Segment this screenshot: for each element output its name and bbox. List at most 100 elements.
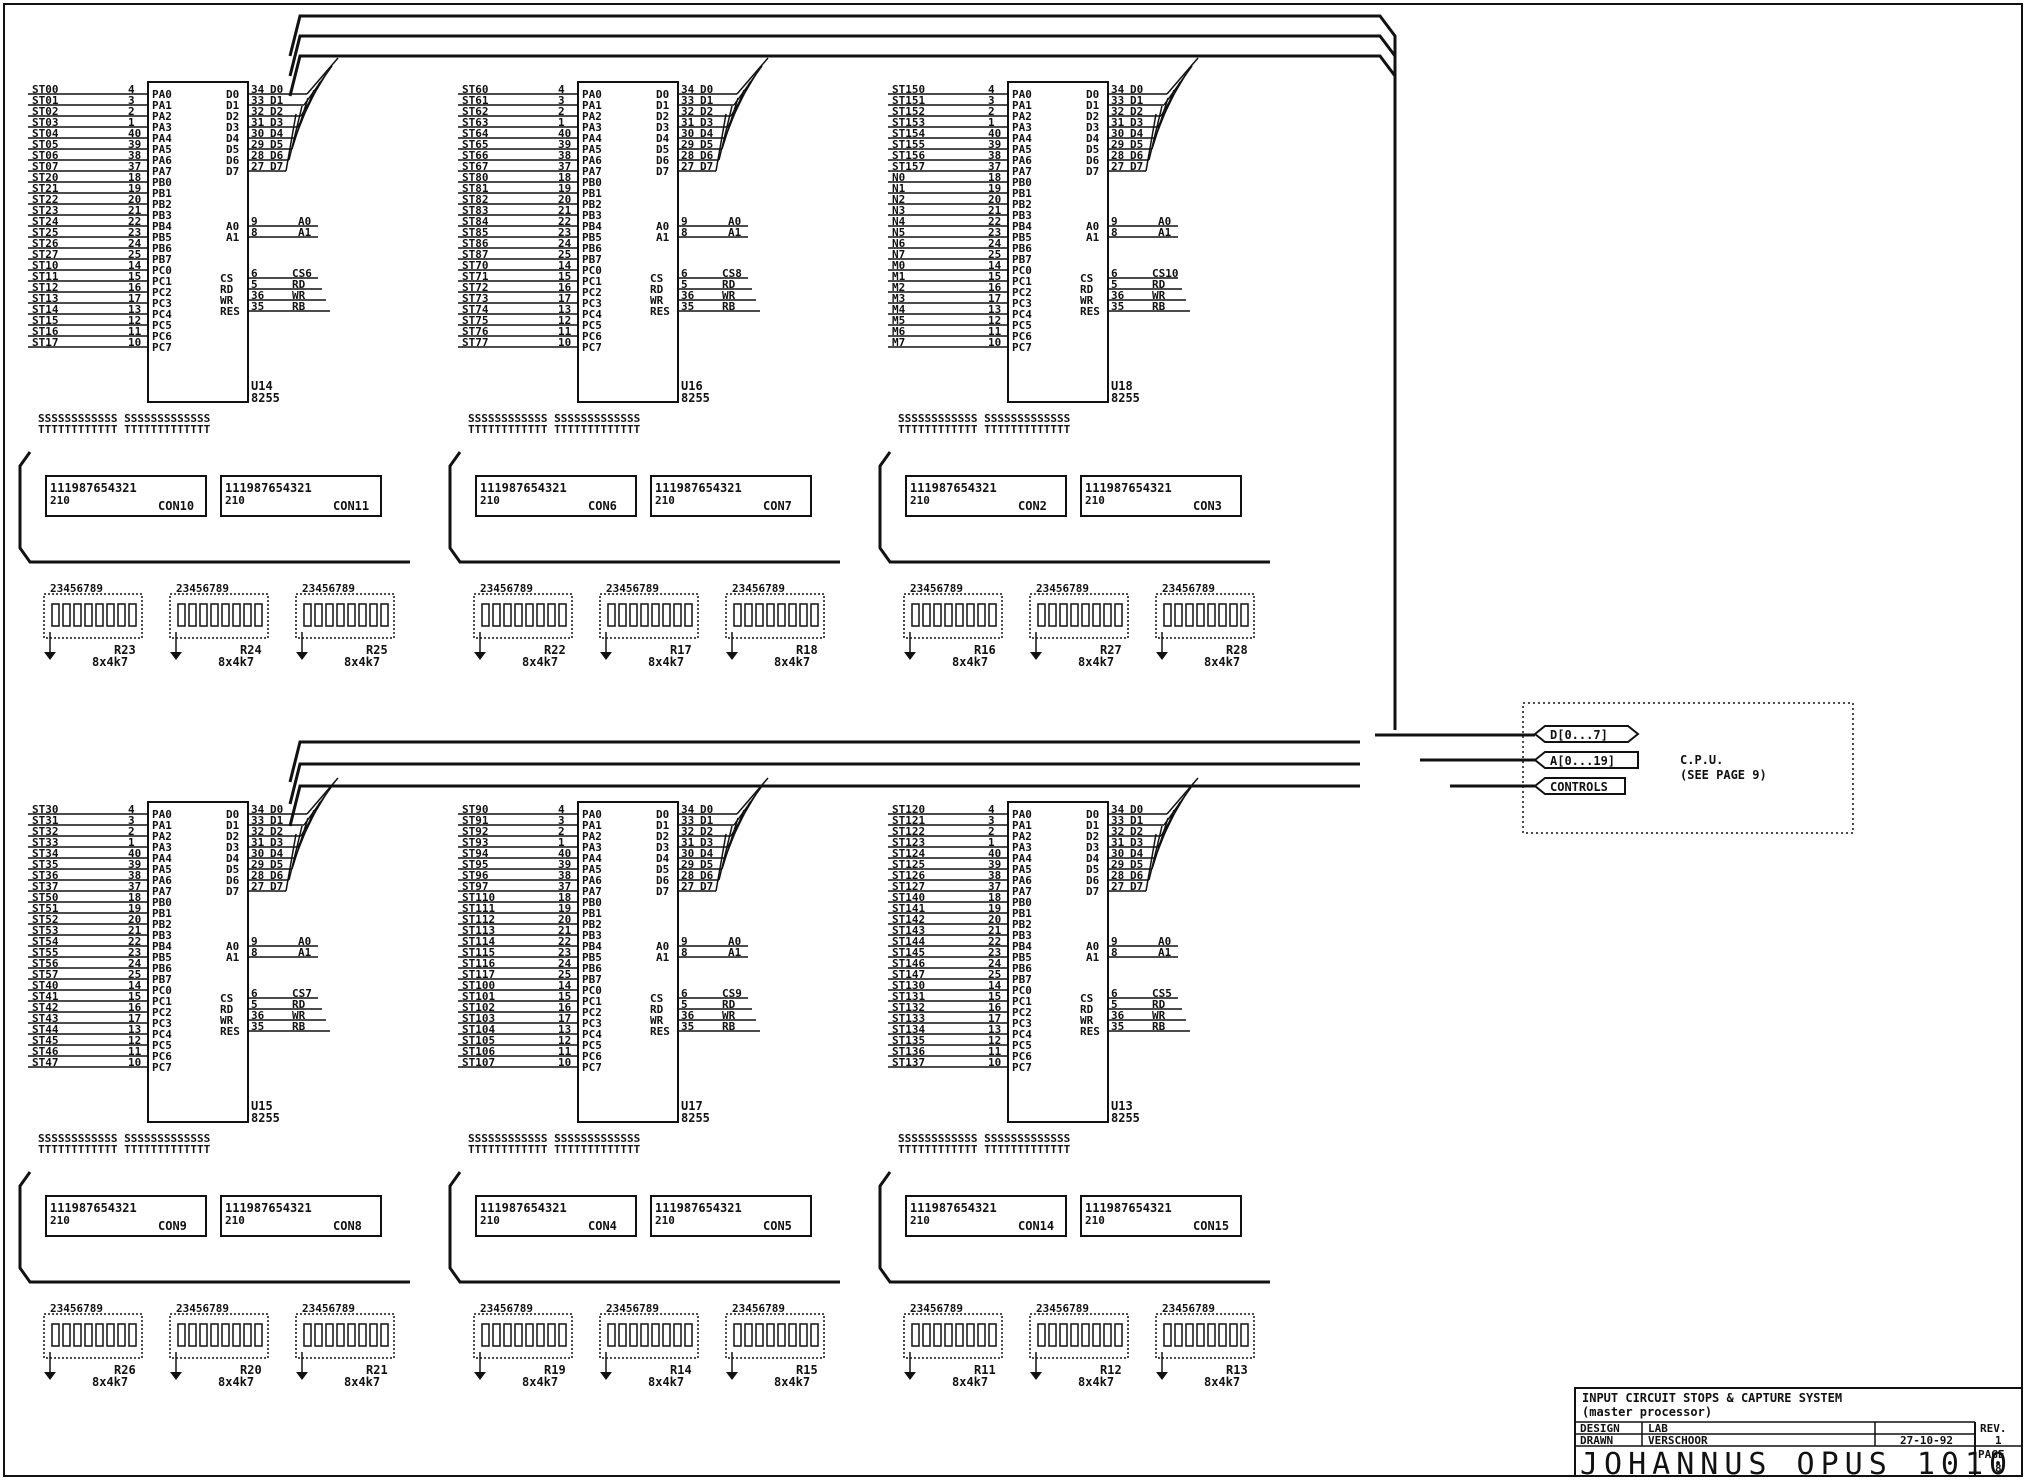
stop-column-header: TTTTTTTTTTTT TTTTTTTTTTTTT — [38, 423, 211, 436]
data-bus-entry — [1166, 777, 1199, 815]
data-pin-name: D5 — [1086, 863, 1099, 876]
pin-number: 36 — [251, 289, 265, 302]
address-bus-port[interactable] — [1533, 751, 1639, 769]
stop-net-label: ST103 — [462, 1012, 495, 1025]
resistor-element — [977, 603, 986, 627]
data-pin-name: D5 — [1086, 143, 1099, 156]
stop-net-label: N3 — [892, 204, 905, 217]
addr-net-label: A0 — [1158, 935, 1171, 948]
stop-net-label: ST157 — [892, 160, 925, 173]
resistor-element — [607, 1323, 616, 1347]
data-net-label: D4 — [270, 127, 284, 140]
resistor-element — [1037, 1323, 1046, 1347]
resistor-pins: 23456789 — [606, 1302, 659, 1315]
port-pin-name: PA2 — [1012, 830, 1032, 843]
pin-number: 14 — [128, 979, 142, 992]
controls-bus-port[interactable] — [1533, 777, 1626, 795]
revision-label: REV. — [1980, 1422, 2007, 1435]
resistor-element — [128, 1323, 137, 1347]
stop-net-label: ST43 — [32, 1012, 59, 1025]
ctrl-pin-name: CS — [1080, 992, 1093, 1005]
stop-net-label: ST66 — [462, 149, 489, 162]
pin-number: 11 — [988, 1045, 1002, 1058]
resistor-pins: 23456789 — [480, 582, 533, 595]
resistor-reference: R21 — [366, 1363, 388, 1377]
data-net-label: D6 — [270, 149, 284, 162]
pin-number: 31 — [1111, 116, 1125, 129]
pin-number: 34 — [251, 83, 265, 96]
resistor-element — [629, 603, 638, 627]
pin-number: 38 — [558, 869, 571, 882]
stop-net-label: ST40 — [32, 979, 59, 992]
data-bus-port[interactable] — [1533, 725, 1640, 743]
data-net-label: D0 — [1130, 803, 1143, 816]
port-pin-name: PC7 — [1012, 1061, 1032, 1074]
data-net-label: D6 — [700, 149, 714, 162]
resistor-element — [73, 603, 82, 627]
pin-number: 35 — [251, 1020, 264, 1033]
port-pin-name: PB4 — [1012, 220, 1032, 233]
stop-bus — [448, 451, 840, 564]
pin-number: 19 — [988, 902, 1001, 915]
resistor-reference: R17 — [670, 643, 692, 657]
resistor-element — [1059, 1323, 1068, 1347]
port-pin-name: PC4 — [152, 1028, 172, 1041]
connector-reference: CON14 — [1018, 1219, 1054, 1233]
ground-symbol — [1156, 1372, 1168, 1380]
ctrl-pin-name: WR — [650, 294, 664, 307]
pin-number: 39 — [988, 138, 1001, 151]
addr-net-label: A1 — [728, 226, 742, 239]
pin-number: 31 — [681, 836, 695, 849]
ground-symbol — [44, 1372, 56, 1380]
pin-number: 25 — [988, 248, 1001, 261]
ctrl-pin-name: WR — [650, 1014, 664, 1027]
resistor-element — [481, 1323, 490, 1347]
pin-number: 37 — [988, 160, 1001, 173]
stop-net-label: ST93 — [462, 836, 489, 849]
pin-number: 1 — [988, 836, 995, 849]
design-value: LAB — [1648, 1422, 1668, 1435]
resistor-element — [336, 1323, 345, 1347]
port-pin-name: PB7 — [152, 973, 172, 986]
pin-number: 25 — [558, 968, 571, 981]
resistor-element — [629, 1323, 638, 1347]
stop-net-label: ST54 — [32, 935, 59, 948]
stop-net-label: ST75 — [462, 314, 489, 327]
stop-net-label: ST23 — [32, 204, 59, 217]
ctrl-pin-name: RD — [220, 1003, 234, 1016]
ctrl-net-label: WR — [1152, 1009, 1166, 1022]
connector-body — [905, 1195, 1067, 1237]
pin-number: 12 — [128, 314, 141, 327]
data-pin-name: D2 — [1086, 110, 1099, 123]
pin-number: 35 — [1111, 300, 1124, 313]
pin-number: 37 — [558, 160, 571, 173]
resistor-element — [1229, 1323, 1238, 1347]
pin-number: 9 — [1111, 935, 1118, 948]
ground-symbol — [296, 652, 308, 660]
stop-net-label: ST76 — [462, 325, 489, 338]
pin-number: 11 — [558, 1045, 572, 1058]
port-pin-name: PC6 — [152, 330, 172, 343]
chip-select-net: CS9 — [722, 987, 742, 1000]
resistor-value: 8x4k7 — [774, 655, 810, 669]
pin-number: 14 — [558, 259, 572, 272]
resistor-element — [1207, 603, 1216, 627]
resistor-reference: R19 — [544, 1363, 566, 1377]
pin-number: 27 — [1111, 160, 1124, 173]
connector-reference: CON8 — [333, 1219, 362, 1233]
connector-reference: CON4 — [588, 1219, 617, 1233]
data-pin-name: D4 — [1086, 132, 1100, 145]
pin-number: 38 — [988, 149, 1001, 162]
pin-number: 6 — [681, 987, 688, 1000]
port-pin-name: PA5 — [1012, 863, 1032, 876]
port-pin-name: PA5 — [152, 863, 172, 876]
port-pin-name: PA0 — [152, 88, 172, 101]
resistor-reference: R25 — [366, 643, 388, 657]
pin-number: 40 — [988, 127, 1001, 140]
pin-number: 16 — [988, 281, 1002, 294]
data-net-label: D1 — [270, 814, 284, 827]
ic-reference: U17 — [681, 1099, 703, 1113]
sheet-border — [3, 3, 2023, 1477]
